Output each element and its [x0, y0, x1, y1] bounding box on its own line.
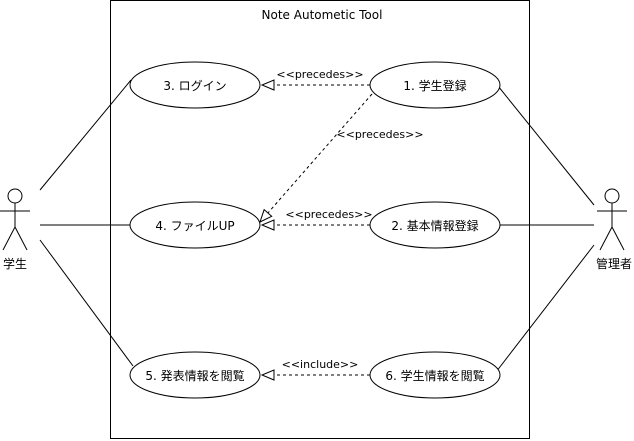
- assoc-admin-view-student: [495, 244, 595, 373]
- use-case-login[interactable]: 3. ログイン: [129, 61, 261, 109]
- use-case-upload[interactable]: 4. ファイルUP: [129, 201, 261, 249]
- use-case-register-basic[interactable]: 2. 基本情報登録: [369, 201, 501, 249]
- use-case-ellipse: [129, 201, 261, 249]
- use-case-view-presentation-label: 5. 発表情報を閲覧: [145, 369, 244, 383]
- dependency-label-4: <<include>>: [282, 358, 359, 371]
- use-case-ellipse: [129, 351, 261, 399]
- actor-leg-right: [611, 226, 625, 251]
- assoc-student-login: [39, 79, 132, 191]
- actor-head: [7, 188, 23, 204]
- dependency-label-1: <<precedes>>: [276, 68, 363, 81]
- dependency-label-2: <<precedes>>: [336, 128, 423, 141]
- actor-student[interactable]: 学生: [0, 188, 30, 271]
- use-case-view-student-label: 6. 学生情報を閲覧: [385, 368, 484, 383]
- use-case-upload-label: 4. ファイルUP: [155, 219, 234, 233]
- use-case-register-basic-label: 2. 基本情報登録: [391, 218, 478, 233]
- dependency-register-to-upload: [260, 93, 373, 222]
- system-boundary: [110, 0, 530, 439]
- actor-leg-left: [599, 226, 613, 251]
- actor-leg-left: [2, 226, 16, 251]
- use-case-view-student[interactable]: 6. 学生情報を閲覧: [369, 351, 501, 399]
- assoc-student-view-presentation: [39, 239, 134, 367]
- dependency-label-3: <<precedes>>: [285, 208, 372, 221]
- use-case-view-presentation[interactable]: 5. 発表情報を閲覧: [129, 351, 261, 399]
- use-case-register-student-label: 1. 学生登録: [403, 78, 466, 93]
- use-case-ellipse: [129, 61, 261, 109]
- use-case-login-label: 3. ログイン: [163, 79, 226, 93]
- actor-leg-right: [14, 226, 28, 251]
- use-case-register-student[interactable]: 1. 学生登録: [369, 61, 501, 109]
- system-title: Note Autometic Tool: [262, 8, 383, 22]
- actor-head: [604, 188, 620, 204]
- assoc-admin-register-student: [497, 85, 595, 206]
- actor-student-label: 学生: [3, 256, 27, 271]
- actor-admin[interactable]: 管理者: [596, 188, 632, 271]
- actor-admin-label: 管理者: [596, 256, 632, 271]
